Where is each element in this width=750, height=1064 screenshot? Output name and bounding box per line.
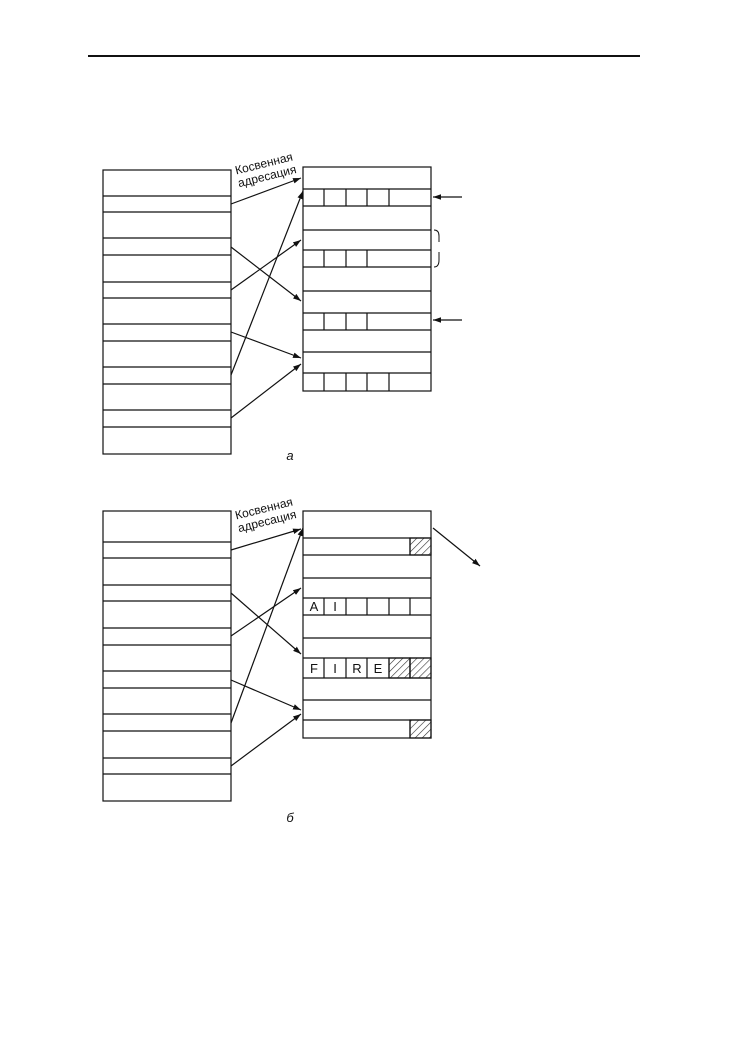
figure-b-arrow-6 [230,713,302,767]
page-top-rule [88,55,640,57]
figure-b-pointer-arrows [230,527,481,767]
figure-b-outgoing-arrow [432,527,481,567]
figure-b-name-cells [323,538,411,738]
figure-b-char: F [310,661,318,676]
figure-b-padding-cell [409,537,432,556]
figure-b-padding-cell [409,657,432,679]
figure-a-arrow-1 [230,177,302,205]
figure-b-arrow-3 [230,587,302,637]
figure-a-arrow-4 [230,331,302,359]
figure-b-caption: б [286,810,294,825]
figure-a-caption: а [286,448,293,463]
figure-b-padding-cell [388,657,411,679]
figure-b-char: A [310,599,319,614]
figure-a-pointer-arrows [230,177,462,419]
figure-a-arrow-6 [230,363,302,419]
figure-a-right-table [302,166,432,392]
figure-b-row-fire: F I R E [310,661,383,676]
figure-b [102,510,481,802]
figure-b-padding-cell [409,719,432,739]
figure-b-right-table [302,510,432,739]
figure-b-arrow-4 [230,679,302,711]
figure-a-left-table [102,169,232,455]
figure-b-char: I [333,661,337,676]
figure-b-char: I [333,599,337,614]
figure-b-arrow-1 [230,528,302,551]
figure-a-bracket [433,229,440,268]
figure-a-arrow-2 [230,246,302,302]
figure-b-arrow-label: Косвенная адресация [234,495,298,536]
figure-a-name-cells [323,189,390,391]
figure-b-arrow-5 [230,527,304,724]
figure-a-arrow-5 [230,190,304,376]
figure-b-row-ai: A I [310,599,337,614]
figure-a-arrow-label: Косвенная адресация [234,150,298,191]
figure-b-char: E [374,661,383,676]
figure-a [102,166,462,455]
figure-b-arrow-2 [230,592,302,655]
figure-b-char: R [352,661,361,676]
figure-a-arrow-3 [230,239,302,291]
figure-b-left-table [102,510,232,802]
